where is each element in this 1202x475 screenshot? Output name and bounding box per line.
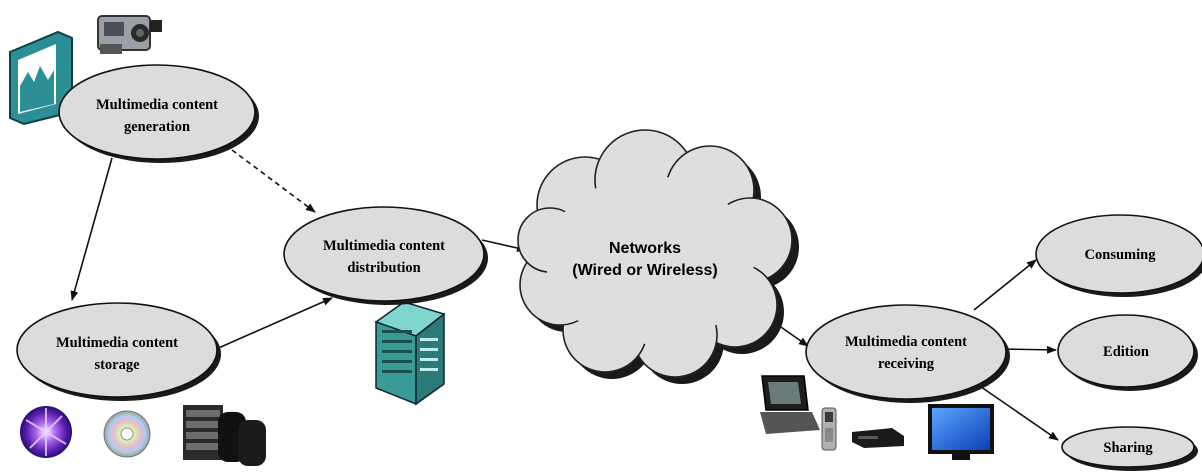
node-consuming: Consuming [1035, 214, 1202, 297]
memory-chip-icon [20, 406, 72, 458]
server-rack-icon [183, 405, 266, 466]
node-distribution-line1: Multimedia content [323, 238, 445, 254]
network-label-line1: Networks [609, 240, 681, 257]
node-sharing: Sharing [1061, 426, 1198, 471]
edge-generation-to-storage [70, 157, 113, 301]
node-generation: Multimedia content generation [58, 64, 259, 163]
optical-disc-icon [103, 410, 151, 458]
node-edition-label: Edition [1103, 344, 1149, 360]
node-receiving: Multimedia content receiving [805, 304, 1010, 403]
edge-receiving-to-consuming [973, 259, 1037, 311]
node-generation-line1: Multimedia content [96, 97, 218, 113]
node-distribution: Multimedia content distribution [283, 206, 488, 305]
network-label-line2: (Wired or Wireless) [572, 262, 718, 279]
server-tower-icon [374, 301, 446, 406]
edge-storage-to-distribution [213, 297, 333, 351]
set-top-box-icon [852, 428, 904, 448]
node-edition: Edition [1057, 314, 1198, 391]
edge-receiving-to-edition [1001, 345, 1057, 354]
node-generation-line2: generation [124, 119, 190, 135]
node-receiving-line1: Multimedia content [845, 334, 967, 350]
node-storage-line2: storage [94, 357, 140, 373]
laptop-icon [760, 375, 820, 434]
node-sharing-label: Sharing [1103, 440, 1153, 456]
network-cloud: Networks (Wired or Wireless) [517, 129, 799, 384]
node-distribution-line2: distribution [347, 260, 420, 276]
video-camera-icon [97, 15, 162, 54]
node-receiving-line2: receiving [878, 356, 935, 372]
mobile-phone-icon [821, 407, 837, 451]
edge-generation-to-distribution [231, 149, 316, 213]
edge-receiving-to-sharing [973, 381, 1059, 441]
flat-screen-tv-icon [928, 404, 994, 460]
node-consuming-label: Consuming [1085, 247, 1157, 263]
photo-stack-icon [9, 30, 73, 126]
node-storage: Multimedia content storage [16, 302, 221, 401]
node-storage-line1: Multimedia content [56, 335, 178, 351]
